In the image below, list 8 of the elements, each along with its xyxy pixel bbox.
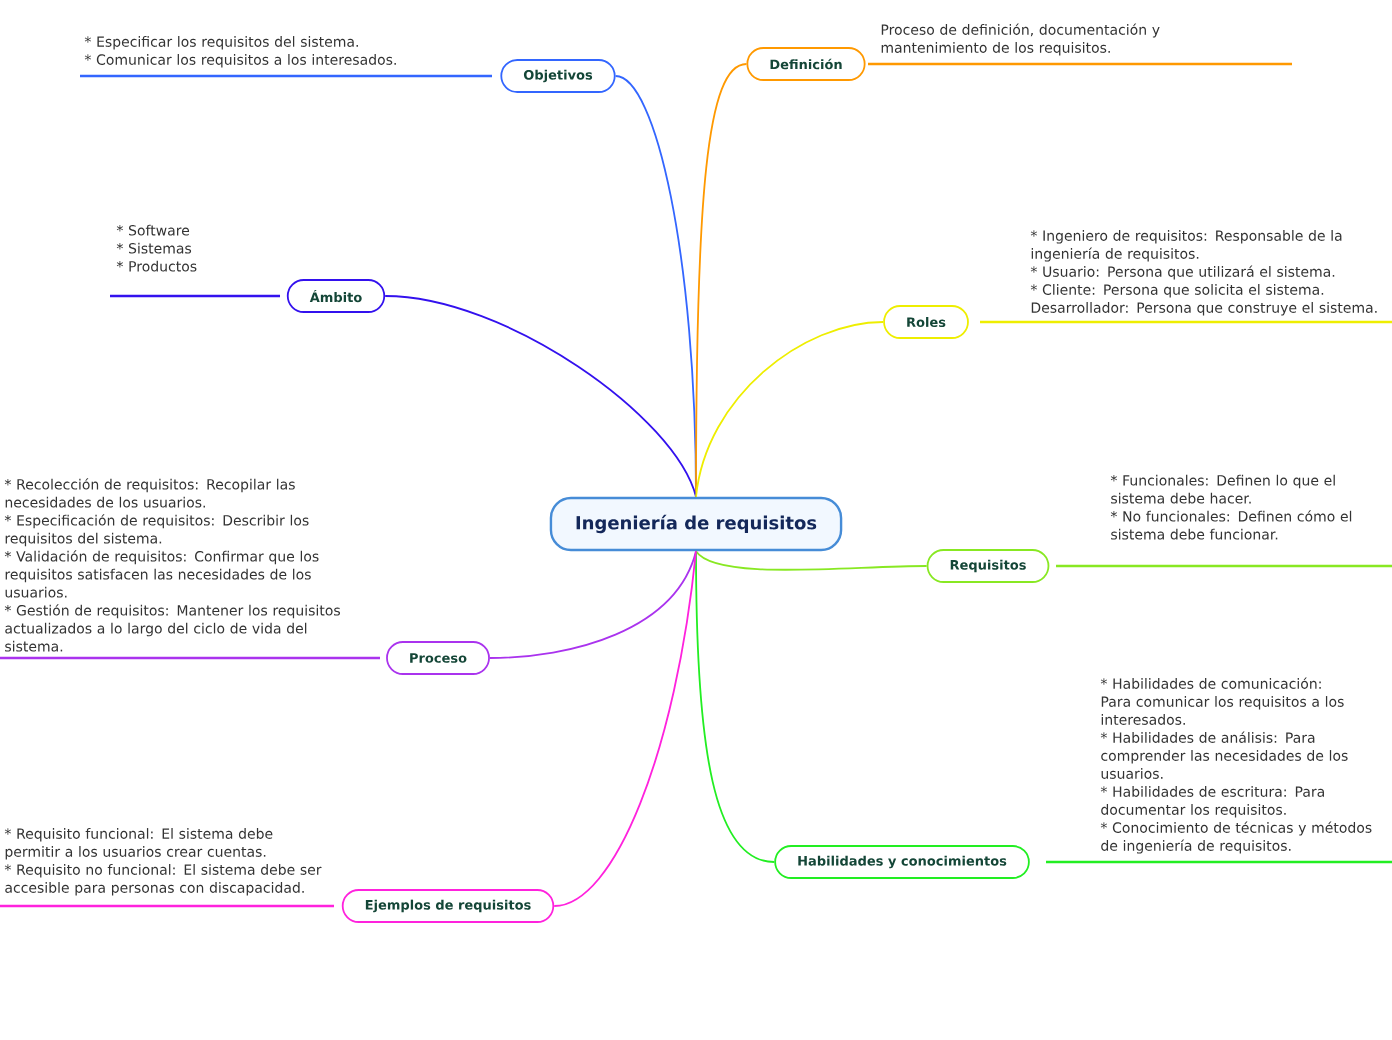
- branch-line: [695, 550, 776, 863]
- branch-line: [553, 550, 697, 907]
- central-topic-box: Ingeniería de requisitos: [549, 496, 843, 552]
- branch-line: [695, 550, 928, 571]
- branch-line: [695, 321, 885, 498]
- branch-line: [384, 295, 697, 498]
- branch-line: [695, 63, 748, 498]
- branch-line: [489, 550, 697, 659]
